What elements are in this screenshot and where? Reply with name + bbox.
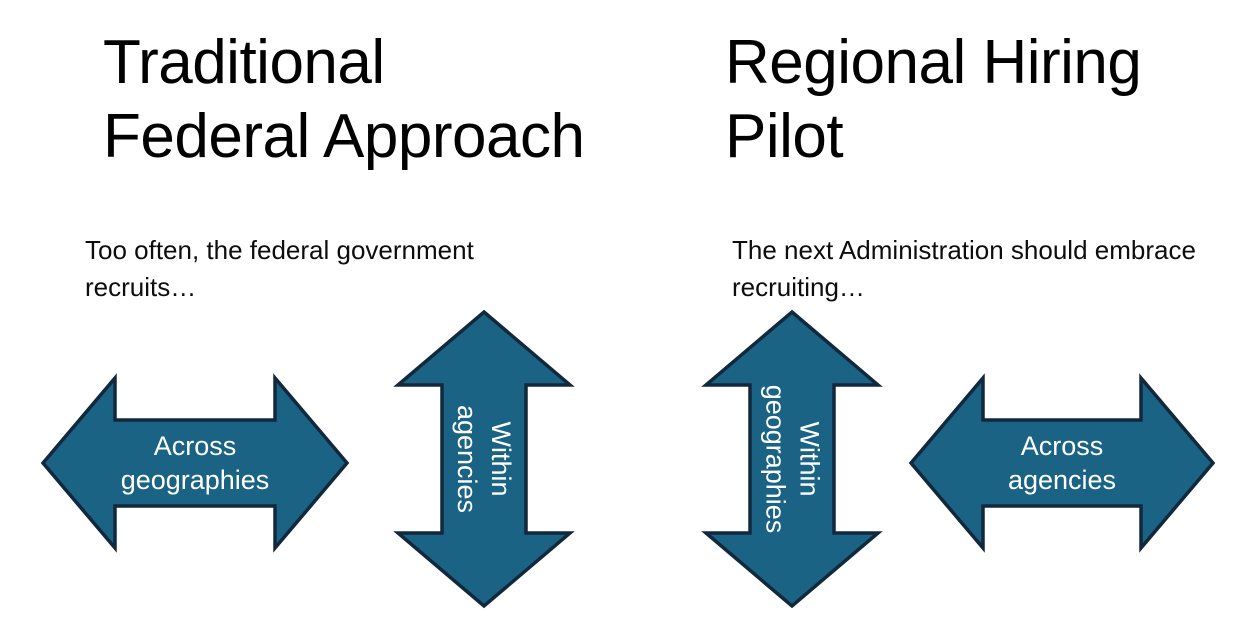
arrow-across-agencies-shape <box>908 373 1216 553</box>
panel-title-regional: Regional Hiring Pilot <box>725 28 1142 171</box>
panel-subtitle-traditional: Too often, the federal government recrui… <box>85 235 474 302</box>
arrow-within-agencies-shape <box>393 309 575 609</box>
arrow-across-agencies: Across agencies <box>908 373 1216 553</box>
panel-traditional-federal-approach: Traditional Federal Approach Too often, … <box>40 28 585 609</box>
arrow-across-geographies-shape <box>40 373 350 553</box>
panel-title-traditional: Traditional Federal Approach <box>103 28 585 171</box>
arrow-within-geographies: Within geographies <box>701 309 883 609</box>
arrow-within-agencies: Within agencies <box>393 309 575 609</box>
arrow-across-geographies: Across geographies <box>40 373 350 553</box>
panel-subtitle-regional: The next Administration should embrace r… <box>732 235 1196 302</box>
arrow-within-geographies-shape <box>701 309 883 609</box>
panel-regional-hiring-pilot: Regional Hiring Pilot The next Administr… <box>640 0 1240 624</box>
